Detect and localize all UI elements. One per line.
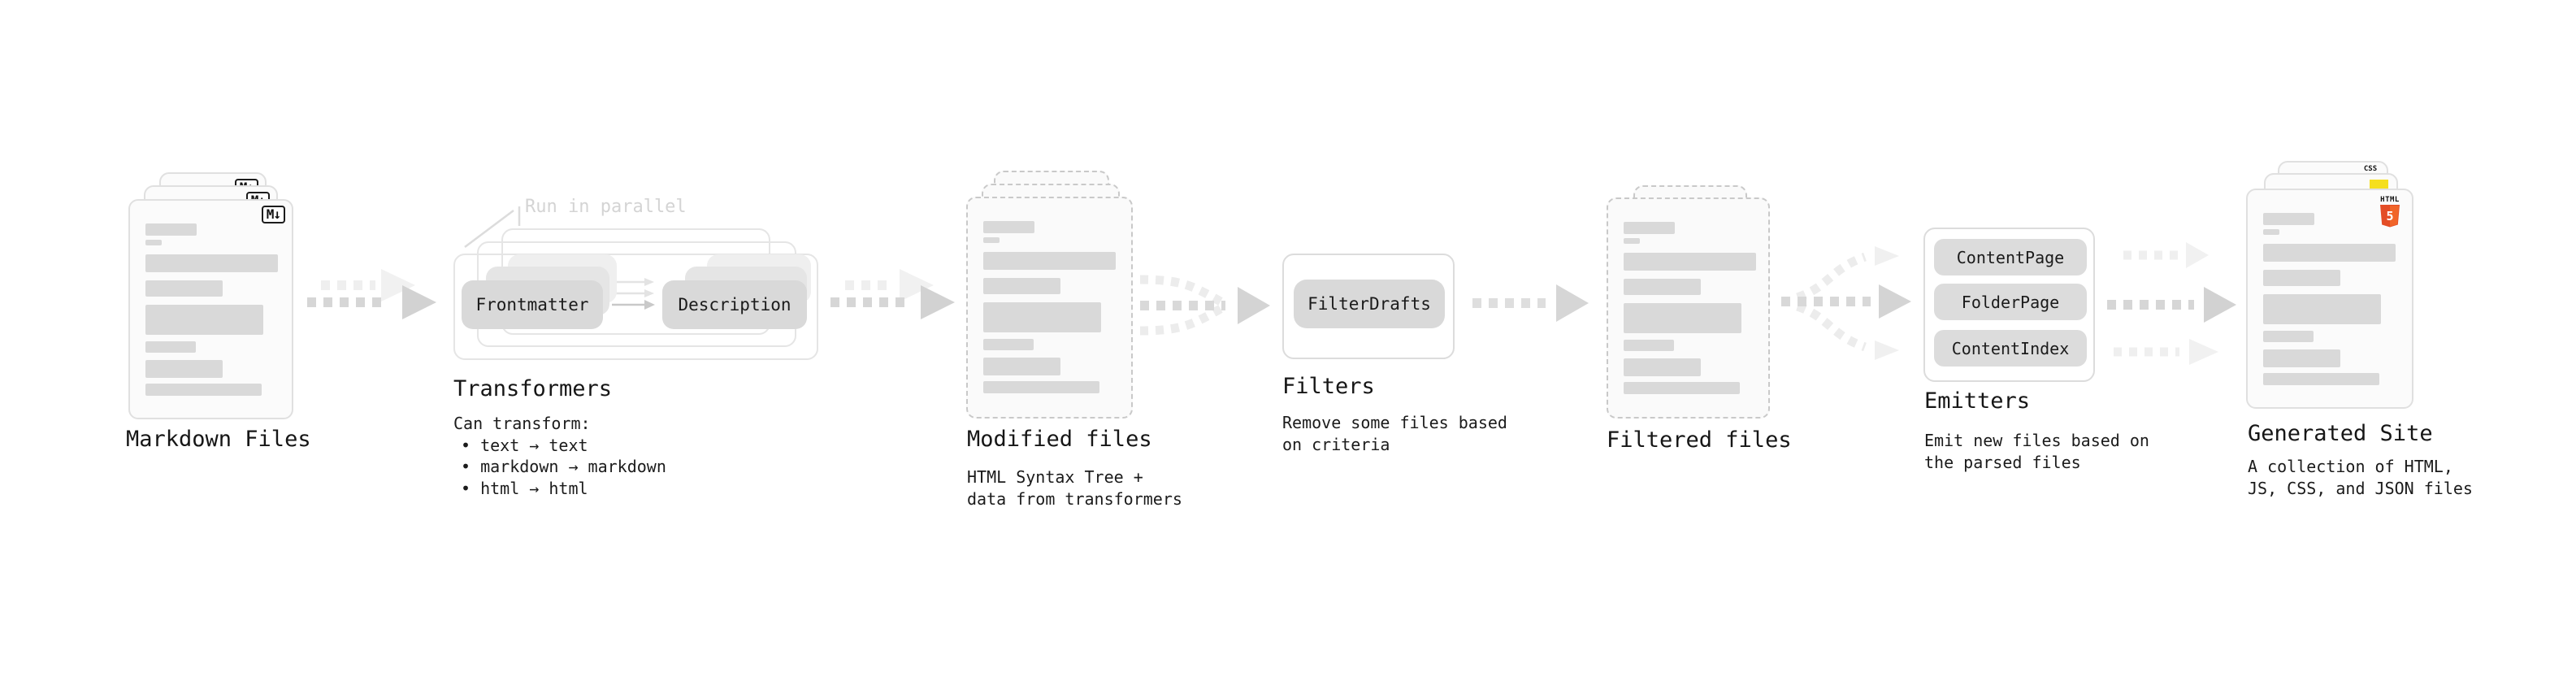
emitter-pill-contentindex: ContentIndex bbox=[1934, 330, 2087, 367]
transform-bullet: • html → html bbox=[461, 478, 588, 498]
stage-subtitle-emitters: Emit new files based on the parsed files bbox=[1924, 430, 2149, 473]
svg-text:5: 5 bbox=[2386, 209, 2393, 223]
placeholder-bar bbox=[2263, 349, 2340, 367]
subtitle-line: data from transformers bbox=[967, 488, 1182, 509]
placeholder-bar bbox=[2263, 244, 2396, 262]
placeholder-bar bbox=[145, 254, 278, 272]
subtitle-line: on criteria bbox=[1282, 434, 1390, 454]
file-card-front bbox=[966, 197, 1133, 419]
arrow-emitters-to-site bbox=[2107, 242, 2236, 365]
placeholder-bar bbox=[1624, 222, 1675, 234]
placeholder-bar bbox=[1624, 238, 1640, 244]
placeholder-bar bbox=[983, 252, 1116, 270]
stage-subtitle-generated-site: A collection of HTML, JS, CSS, and JSON … bbox=[2248, 456, 2473, 499]
placeholder-bar bbox=[1624, 253, 1756, 271]
placeholder-bar bbox=[2263, 331, 2314, 342]
html5-icon-label: HTML bbox=[2380, 196, 2400, 204]
transformer-pill-frontmatter: Frontmatter bbox=[462, 280, 603, 329]
placeholder-bar bbox=[983, 278, 1060, 294]
placeholder-bar bbox=[2263, 270, 2340, 286]
placeholder-bar bbox=[1624, 358, 1701, 376]
stage-title-filters: Filters bbox=[1282, 374, 1375, 399]
css-icon-label: CSS bbox=[2363, 165, 2378, 173]
html5-icon: HTML 5 bbox=[2379, 196, 2400, 228]
placeholder-bar bbox=[145, 240, 162, 245]
arrow-filtered-to-emitters-fanout bbox=[1781, 246, 1911, 360]
placeholder-bar bbox=[1624, 382, 1740, 394]
arrow-markdown-to-transformers bbox=[307, 269, 436, 319]
stage-title-filtered-files: Filtered files bbox=[1607, 427, 1792, 453]
transform-bullet: • markdown → markdown bbox=[461, 457, 666, 476]
placeholder-bar bbox=[145, 305, 263, 335]
transform-heading: Can transform: bbox=[453, 414, 591, 433]
note-run-in-parallel: Run in parallel bbox=[525, 197, 687, 217]
placeholder-bar bbox=[1624, 340, 1674, 351]
placeholder-bar bbox=[983, 358, 1060, 375]
stage-title-markdown-files: Markdown Files bbox=[126, 427, 311, 452]
subtitle-line: HTML Syntax Tree + bbox=[967, 467, 1143, 487]
placeholder-bar bbox=[983, 339, 1034, 350]
stage-title-generated-site: Generated Site bbox=[2248, 421, 2433, 446]
placeholder-bar bbox=[983, 221, 1034, 233]
subtitle-line: A collection of HTML, bbox=[2248, 457, 2453, 476]
arrow-filters-to-filtered bbox=[1472, 284, 1589, 322]
html5-shield: 5 bbox=[2380, 205, 2400, 228]
js-icon bbox=[2370, 180, 2388, 189]
transformer-box-front bbox=[453, 254, 818, 360]
placeholder-bar bbox=[2263, 294, 2381, 324]
placeholder-bar bbox=[1624, 303, 1741, 333]
arrow-modified-to-filters-merge bbox=[1139, 275, 1270, 336]
placeholder-bar bbox=[2263, 229, 2279, 235]
subtitle-line: Emit new files based on bbox=[1924, 431, 2149, 450]
subtitle-line: the parsed files bbox=[1924, 452, 2081, 472]
stage-title-modified-files: Modified files bbox=[967, 427, 1152, 452]
placeholder-bar bbox=[145, 280, 223, 297]
placeholder-bar bbox=[145, 223, 197, 236]
subtitle-line: Remove some files based bbox=[1282, 413, 1507, 432]
placeholder-bar bbox=[1624, 279, 1701, 295]
placeholder-bar bbox=[983, 302, 1101, 332]
placeholder-bar bbox=[983, 381, 1099, 393]
transform-bullet: • text → text bbox=[461, 435, 588, 455]
placeholder-bar bbox=[983, 237, 1000, 243]
placeholder-bar bbox=[145, 360, 223, 378]
filter-pill-filterdrafts: FilterDrafts bbox=[1294, 280, 1445, 328]
stage-subtitle-filters: Remove some files based on criteria bbox=[1282, 412, 1507, 455]
stage-subtitle-modified-files: HTML Syntax Tree + data from transformer… bbox=[967, 466, 1182, 510]
stage-title-emitters: Emitters bbox=[1924, 388, 2031, 414]
placeholder-bar bbox=[2263, 373, 2379, 385]
placeholder-bar bbox=[145, 341, 196, 353]
file-card-front bbox=[1607, 197, 1770, 419]
placeholder-bar bbox=[2263, 213, 2314, 225]
stage-subtitle-transformers: Can transform: • text → text • markdown … bbox=[453, 413, 666, 499]
placeholder-bar bbox=[145, 384, 262, 396]
emitter-pill-contentpage: ContentPage bbox=[1934, 239, 2087, 275]
arrow-transformers-to-modified bbox=[830, 269, 955, 319]
transformer-pill-description: Description bbox=[662, 280, 807, 329]
stage-title-transformers: Transformers bbox=[453, 376, 613, 401]
markdown-icon: M↓ bbox=[261, 206, 285, 223]
subtitle-line: JS, CSS, and JSON files bbox=[2248, 478, 2473, 498]
file-card-front: M↓ bbox=[128, 199, 293, 419]
file-card-front: HTML 5 bbox=[2246, 189, 2413, 409]
emitter-pill-folderpage: FolderPage bbox=[1934, 284, 2087, 320]
